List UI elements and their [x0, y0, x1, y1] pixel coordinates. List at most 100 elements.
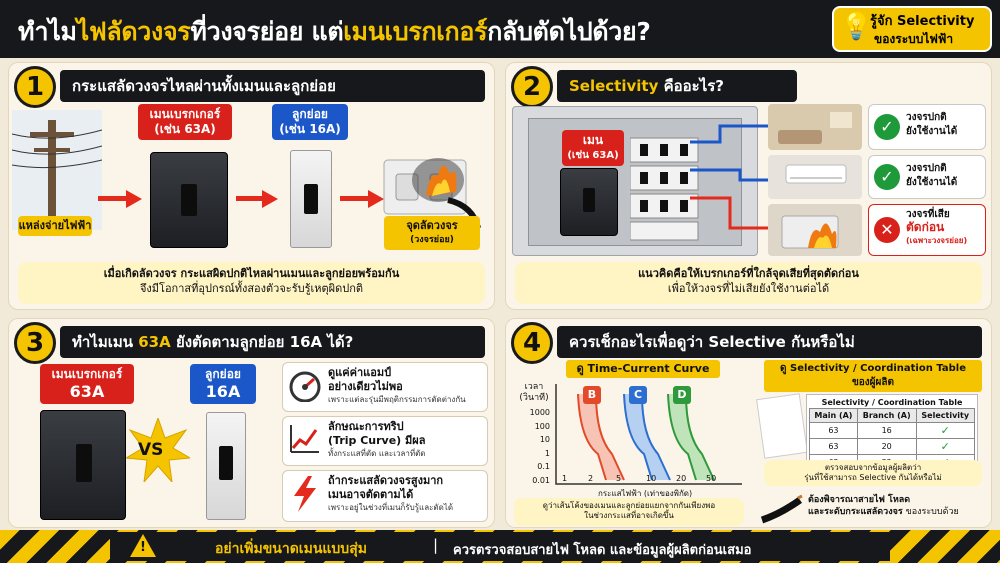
status-1-text: วงจรปกติ ยังใช้งานได้	[906, 111, 957, 139]
curve-label-c: C	[629, 386, 647, 404]
main-rating-text: 63A	[69, 382, 105, 401]
main-label-text: เมนเบรกเกอร์	[51, 367, 123, 381]
curve-c	[624, 394, 670, 480]
caption-line: จึงมีโอกาสที่อุปกรณ์ทั้งสองตัวจะรับรู้เห…	[139, 282, 364, 295]
main-breaker-label: เมนเบรกเกอร์ (เช่น 63A)	[138, 104, 232, 140]
gauge-icon	[289, 371, 321, 402]
panel-4-title: ควรเช็กอะไรเพื่อดูว่า Selective กันหรือไ…	[557, 326, 982, 358]
warning-exclamation: !	[140, 540, 146, 555]
table-title-line: ของผู้ผลิต	[851, 377, 895, 388]
power-pole-icon	[12, 110, 102, 230]
fault-label-text: จุดลัดวงจร	[406, 219, 458, 232]
y-tick: 10	[539, 435, 550, 445]
table-header: Selectivity	[915, 408, 976, 423]
y-ticks: 1000 100 10 1 0.1 0.01	[516, 406, 550, 488]
caption-line: ในช่วงกระแสที่อาจเกิดขึ้น	[584, 511, 674, 520]
main-label-text: เมนเบรกเกอร์	[149, 107, 221, 121]
footer-advice-text: ควรตรวจสอบสายไฟ โหลด และข้อมูลผู้ผลิตก่อ…	[453, 543, 752, 558]
info-title: อย่างเดียวไม่พอ	[328, 380, 403, 393]
lightning-icon	[294, 476, 316, 512]
panel-3-main-toggle	[76, 444, 92, 482]
x-tick: 5	[616, 474, 622, 483]
status-line: วงจรที่เสีย	[906, 209, 950, 220]
table-title: ดู Selectivity / Coordination Table ของผ…	[764, 360, 982, 392]
cross-icon: ✕	[874, 217, 900, 243]
time-current-curve-chart	[555, 384, 742, 485]
check-icon: ✓	[874, 114, 900, 140]
info-fault-text: ถ้ากระแสลัดวงจรสูงมาก เมนอาจตัดตามได้ เพ…	[328, 474, 486, 513]
circuit-wires	[690, 124, 770, 230]
title-part: ทำไม	[18, 17, 77, 46]
status-box-1	[868, 104, 986, 150]
arrow-3-head	[368, 190, 384, 208]
branch-breaker-label: ลูกย่อย (เช่น 16A)	[272, 104, 348, 140]
curve-b	[578, 394, 624, 480]
panel-2-caption: แนวคิดคือให้เบรกเกอร์ที่ใกล้จุดเสียที่สุ…	[515, 262, 982, 304]
table-caption: ตรวจสอบจากข้อมูลผู้ผลิตว่า รุ่นที่ใช้สาม…	[764, 460, 982, 486]
info-amp-text: ดูแค่ค่าแอมป์ อย่างเดียวไม่พอ เพราะแต่ละ…	[328, 366, 486, 405]
room-thumbnail-living	[768, 104, 862, 150]
caption-line: แนวคิดคือให้เบรกเกอร์ที่ใกล้จุดเสียที่สุ…	[638, 267, 859, 280]
room-thumbnail-aircon	[768, 155, 862, 199]
fault-sub-text: (วงจรย่อย)	[410, 235, 454, 245]
curve-d	[668, 394, 714, 480]
status-line: ยังใช้งานได้	[906, 177, 958, 188]
table-cell: 20	[856, 438, 917, 455]
panel-2-number: 2	[511, 66, 553, 108]
panel-1-number: 1	[14, 66, 56, 108]
panel-3-branch-toggle	[219, 446, 233, 480]
arrow-2-head	[262, 190, 278, 208]
panel-2-title: Selectivity คืออะไร?	[557, 70, 797, 102]
panel-4-number: 4	[511, 322, 553, 364]
panel-2-title-rest: คืออะไร?	[658, 77, 725, 95]
info-sub: เพราะอยู่ในช่วงที่เมนก็รับรู้และตัดได้	[328, 503, 454, 512]
table-cell: 63	[809, 438, 858, 455]
badge-line-1: รู้จัก Selectivity	[870, 14, 975, 29]
status-line: ยังใช้งานได้	[906, 126, 958, 137]
room-thumbnail-fault	[768, 204, 862, 256]
panel-1-caption: เมื่อเกิดลัดวงจร กระแสผิดปกติไหลผ่านเมนแ…	[18, 262, 485, 304]
status-3-text: วงจรที่เสีย ตัดก่อน (เฉพาะวงจรย่อย)	[906, 208, 967, 247]
panel-3-main-label: เมนเบรกเกอร์ 63A	[40, 364, 134, 404]
info-box-trip	[282, 416, 488, 466]
table-header: Branch (A)	[856, 408, 917, 423]
selectivity-badge	[832, 6, 992, 52]
caption-line: ต้องพิจารณาสายไฟ โหลด	[808, 495, 911, 505]
caption-line: รุ่นที่ใช้สามารถ Selective กันได้หรือไม่	[804, 473, 942, 482]
paper-stack-icon	[756, 393, 808, 459]
footer-bar	[110, 532, 890, 561]
cable-icon	[760, 494, 803, 524]
check-icon: ✓	[874, 164, 900, 190]
info-title: เมนอาจตัดตามได้	[328, 488, 414, 501]
y-tick: 0.1	[537, 462, 550, 472]
x-tick: 2	[588, 474, 594, 483]
check-mark-icon: ✓	[915, 422, 976, 439]
branch-label-text: ลูกย่อย	[205, 367, 241, 381]
check-mark-icon: ✓	[915, 438, 976, 455]
x-axis-label: กระแสไฟฟ้า (เท่าของพิกัด)	[598, 489, 693, 498]
source-label-text: แหล่งจ่ายไฟฟ้า	[18, 219, 92, 232]
caption-line: เมื่อเกิดลัดวงจร กระแสผิดปกติไหลผ่านเมนแ…	[103, 267, 400, 280]
table-cell: 63	[809, 422, 858, 439]
curve-label-d: D	[673, 386, 691, 404]
table-header: Main (A)	[809, 408, 858, 423]
cable-caption: ต้องพิจารณาสายไฟ โหลด และระดับกระแสลัดวง…	[808, 494, 984, 518]
main-rating-text: (เช่น 63A)	[154, 122, 216, 136]
footer-separator: |	[433, 536, 439, 554]
info-title: ดูแค่ค่าแอมป์	[328, 366, 392, 379]
fault-label: จุดลัดวงจร (วงจรย่อย)	[384, 216, 480, 250]
branch-label-text: ลูกย่อย	[292, 107, 328, 121]
trend-line-icon	[290, 425, 319, 453]
x-tick: 1	[562, 474, 568, 483]
panel-1-title: กระแสลัดวงจรไหลผ่านทั้งเมนและลูกย่อย	[60, 70, 485, 102]
branch-breakers-row	[630, 137, 699, 241]
title-highlight: เมนเบรกเกอร์	[343, 17, 488, 46]
info-sub: เพราะแต่ละรุ่นมีพฤติกรรมการตัดต่างกัน	[328, 395, 466, 404]
main-label-text: เมน	[582, 133, 604, 147]
caption-line: ตรวจสอบจากข้อมูลผู้ผลิตว่า	[824, 463, 922, 472]
caption-line: ดูว่าเส้นโค้งของเมนและลูกย่อยแยกจากกันเพ…	[542, 501, 716, 510]
info-title: ถ้ากระแสลัดวงจรสูงมาก	[328, 474, 444, 487]
table-cell: 16	[856, 422, 917, 439]
table-row: 63 16 ✓	[809, 422, 976, 439]
y-axis-label: เวลา (วินาที)	[514, 382, 554, 404]
